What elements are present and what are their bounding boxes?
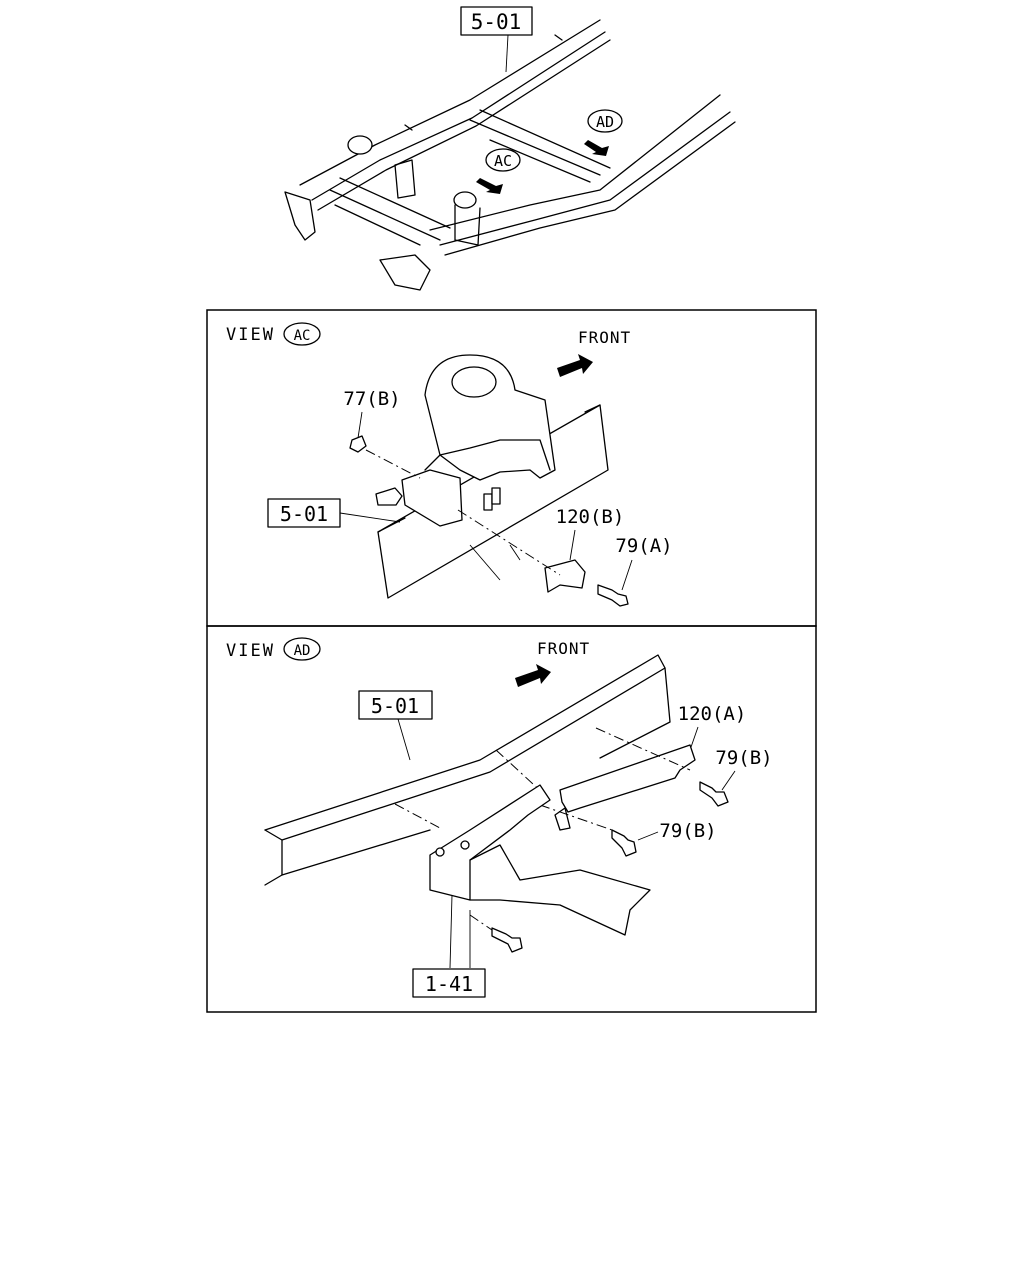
view-ac-rail-edge [377, 404, 601, 533]
overview-mount-2 [453, 191, 477, 209]
view-ad-bolt-lower [611, 829, 637, 857]
overview-ref-label: 5-01 [471, 10, 522, 34]
view-ad-callout-bolt-lower[interactable]: 79(B) [659, 820, 716, 842]
view-ad-ref-box[interactable] [358, 690, 433, 720]
front-bracket-lower [379, 254, 431, 291]
overview-ref-box[interactable] [460, 6, 533, 36]
view-ac-leader-bracket [569, 529, 576, 561]
view-ac-mount-base [424, 439, 551, 471]
view-ad-rail-face [281, 667, 671, 841]
view-ad-rail-top [264, 654, 666, 831]
view-ad-hanger [429, 784, 551, 901]
crossmember-front [329, 177, 451, 246]
view-ad-callout-bracket[interactable]: 120(A) [678, 703, 747, 725]
view-ad-dash-bottom [469, 914, 493, 931]
view-ad-long-bracket [559, 744, 696, 813]
view-ad-frame [206, 625, 817, 1013]
right-rail-mid [439, 111, 731, 246]
view-ad-leader-ref [397, 718, 411, 761]
view-ac-front-arrow [557, 354, 593, 377]
view-ac-leader-bolt [621, 559, 633, 591]
view-ad-bottom-ref-label: 1-41 [425, 972, 473, 996]
view-ac-mount-foot [401, 469, 463, 527]
view-ac-stud-1 [483, 493, 493, 511]
view-ad-callout-bolt-upper[interactable]: 79(B) [715, 747, 772, 769]
view-ac-bolt [597, 584, 629, 607]
view-ac-ref-label: 5-01 [280, 502, 328, 526]
view-ad-hole-2 [460, 840, 470, 850]
view-ad-leader-bracket [689, 726, 699, 751]
view-ac-dash-bolt [457, 509, 561, 576]
view-ad-leader-bottom [449, 894, 471, 969]
view-ad-bracket-tab [554, 807, 571, 831]
view-ac-title: VIEW [226, 325, 275, 345]
view-ad-leader-bolt-upper [721, 770, 736, 791]
view-ac-lower-lines [469, 544, 521, 581]
view-ad-marker-label: AD [294, 643, 311, 659]
view-ac-callout-bracket[interactable]: 120(B) [556, 506, 625, 528]
overview-leader [505, 34, 509, 73]
view-ad-marker [283, 637, 321, 661]
view-ad-hole-1 [435, 847, 445, 857]
view-ac-mount-hole [451, 366, 497, 398]
view-ac-marker-label: AC [294, 328, 311, 344]
view-ac-nut [349, 435, 367, 453]
left-rail-bottom [317, 39, 611, 211]
view-ad-ref-label: 5-01 [371, 694, 419, 718]
view-ac-small-bracket [544, 559, 586, 593]
view-ac-panel: VIEW AC FRONT 77(B) 5-01 120(B) 79(A) [206, 309, 817, 627]
view-ad-front-label: FRONT [537, 639, 590, 658]
overview-mount-2-body [454, 204, 481, 246]
left-rail-mid [311, 31, 606, 201]
view-ad-leader-bolt-lower [637, 831, 659, 841]
overview-details [404, 34, 563, 131]
view-ad-dash-upper [595, 727, 691, 771]
overview-chassis: 5-01 AC AD [284, 6, 736, 291]
view-ac-leader-ref [339, 512, 401, 523]
overview-mount-3 [394, 159, 416, 199]
overview-marker-ad[interactable] [587, 109, 623, 133]
view-ac-front-label: FRONT [578, 328, 631, 347]
view-ac-callout-nut[interactable]: 77(B) [343, 388, 400, 410]
right-rail-bottom [444, 121, 736, 256]
front-bracket-left [284, 191, 316, 241]
view-ac-leader-nut [357, 411, 363, 439]
crossmember-1 [469, 109, 611, 183]
view-ad-rail-bottom [281, 829, 431, 876]
overview-mount-1 [347, 135, 373, 155]
view-ac-ref-box[interactable] [267, 498, 341, 528]
left-rail-top [299, 19, 601, 186]
view-ad-rail-end [264, 829, 283, 886]
view-ac-marker [283, 322, 321, 346]
view-ad-bottom-ref-box[interactable] [412, 968, 486, 998]
overview-marker-ad-label: AD [596, 113, 614, 131]
view-ad-panel: VIEW AD FRONT 5-01 120(A) 79(B) 79(B) [206, 625, 817, 1013]
view-ac-tab [375, 487, 403, 506]
view-ad-bolt-bottom [491, 927, 523, 953]
view-ac-callout-bolt[interactable]: 79(A) [615, 535, 672, 557]
view-ad-dash-left [394, 803, 441, 829]
overview-arrow-ac [476, 178, 503, 194]
overview-arrow-ad [584, 140, 609, 156]
view-ad-title: VIEW [226, 641, 275, 661]
view-ad-bolt-upper [699, 781, 729, 807]
view-ac-stud-2 [491, 487, 501, 505]
overview-marker-ac-label: AC [494, 152, 512, 170]
view-ac-dash-nut [365, 449, 421, 479]
overview-marker-ac[interactable] [485, 148, 521, 172]
view-ad-exhaust-body [469, 844, 651, 936]
view-ad-front-arrow [515, 664, 551, 687]
